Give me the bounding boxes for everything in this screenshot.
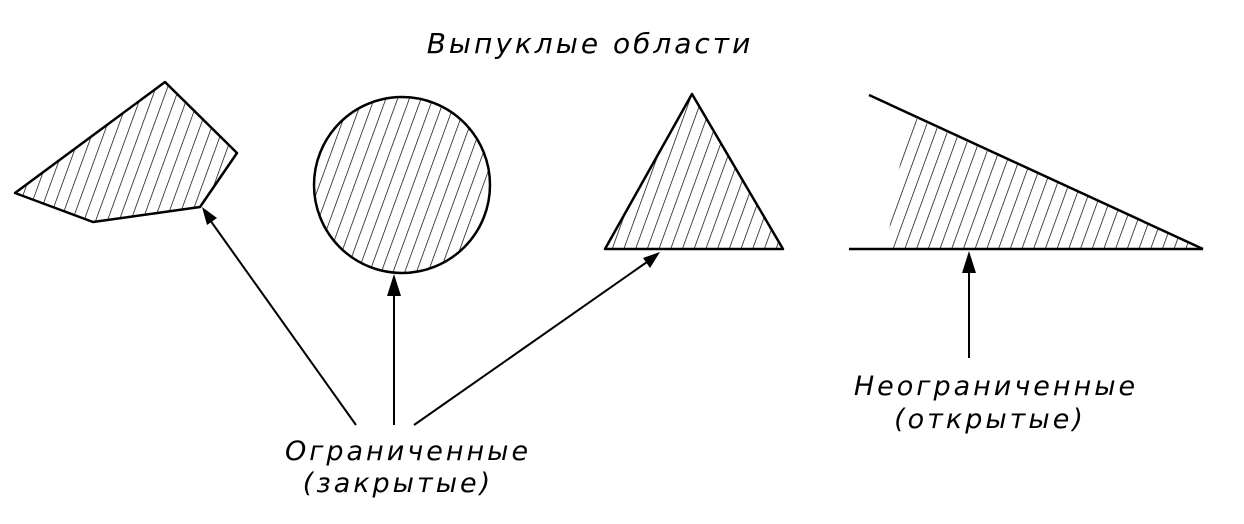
unbounded-arrow <box>962 251 976 358</box>
bounded-arrows <box>202 207 660 426</box>
bounded-label-line1: Ограниченные <box>285 436 531 467</box>
unbounded-label-line1: Неограниченные <box>854 371 1138 402</box>
arrow-to-triangle <box>413 261 648 426</box>
arrow-head-circle <box>387 274 401 296</box>
diagram-title: Выпуклые области <box>427 27 754 60</box>
bounded-circle <box>312 95 492 275</box>
arrow-head-pentagon <box>202 207 217 225</box>
arrow-head-triangle <box>643 252 660 268</box>
bounded-pentagon <box>13 80 239 224</box>
bounded-triangle <box>603 92 785 251</box>
arrow-to-pentagon <box>209 219 357 426</box>
unbounded-region-fill <box>886 115 1203 249</box>
bounded-label-line2: (закрытые) <box>303 468 493 499</box>
unbounded-upper-ray <box>868 93 1204 251</box>
unbounded-label-line2: (открытые) <box>894 404 1086 435</box>
arrow-head-unbounded <box>962 251 976 273</box>
unbounded-region <box>849 93 1204 251</box>
